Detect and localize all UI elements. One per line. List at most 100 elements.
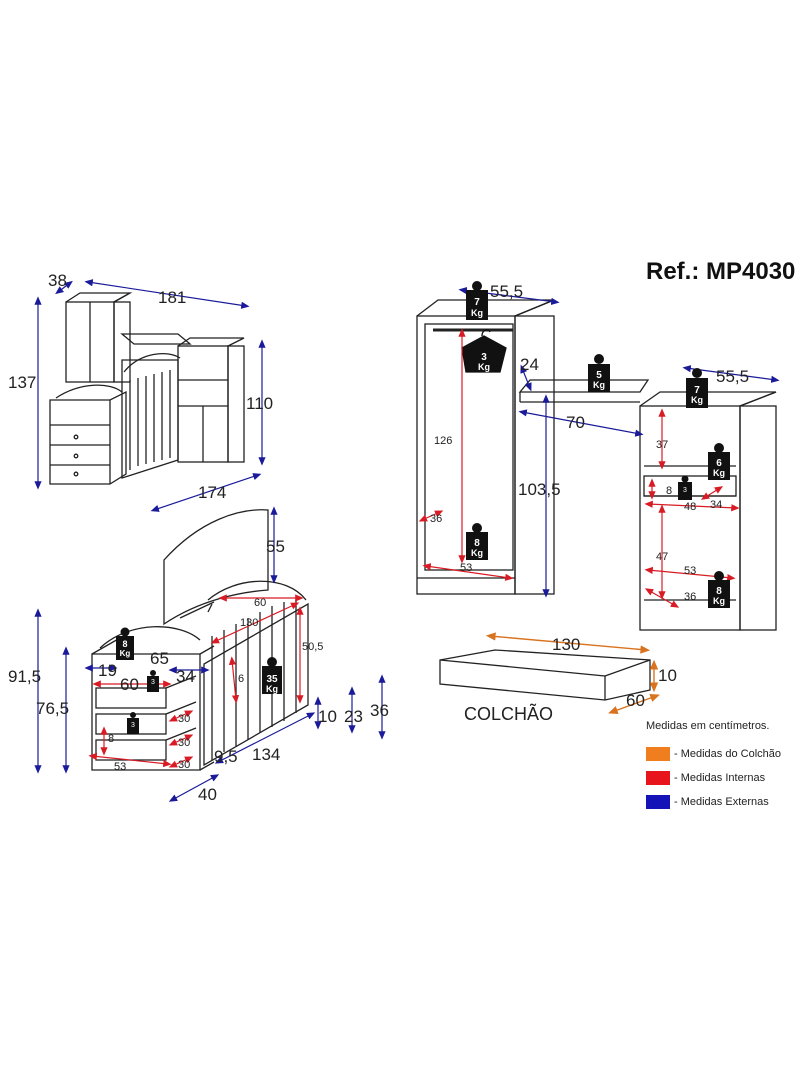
right-internal-dims (418, 328, 740, 608)
crib-height-high: 36 (370, 701, 389, 720)
dresser-bottom-width: 53 (114, 761, 126, 773)
crib-rail: 6 (238, 673, 244, 685)
right-weights: 7 Kg 3 Kg 8 Kg 5 Kg 7 Kg 6 Kg 3 (466, 281, 730, 608)
wardrobe-drawing (416, 299, 777, 701)
legend-swatch-mattress (646, 747, 670, 761)
wardrobe-hanger-weight-label: 3 Kg (478, 352, 490, 372)
cabinet-drawer-weight-icon: 3 (678, 475, 692, 500)
desk-weight-icon: 5 Kg (588, 354, 610, 392)
mattress-width: 60 (626, 691, 645, 710)
mattress-height: 10 (658, 666, 677, 685)
crib-inner-length: 130 (240, 617, 258, 629)
cabinet-drawer-width: 48 (684, 501, 696, 513)
svg-text:Kg: Kg (593, 380, 605, 390)
desk-height: 103,5 (518, 480, 561, 499)
crib-total-length: 134 (252, 745, 280, 764)
overview-length: 174 (198, 483, 226, 502)
crib-height-mid: 23 (344, 707, 363, 726)
dresser-top-weight-icon: 8 Kg (116, 627, 134, 660)
cabinet-drawer-height: 8 (666, 485, 672, 497)
dresser-drawer-height-1: 30 (178, 713, 190, 725)
dresser-drawer-height-3: 30 (178, 759, 190, 771)
svg-text:35: 35 (266, 674, 278, 685)
svg-text:3: 3 (131, 722, 135, 729)
svg-text:5: 5 (596, 370, 602, 381)
wardrobe-inner-width: 53 (460, 562, 472, 574)
cabinet-width: 55,5 (716, 367, 749, 386)
cabinet-lower-height: 47 (656, 551, 668, 563)
cabinet-shelf-weight-icon: 6 Kg (708, 443, 730, 480)
right-external-dims (458, 287, 780, 598)
svg-text:Kg: Kg (471, 548, 483, 558)
svg-text:8: 8 (716, 586, 722, 597)
cabinet-drawer-depth: 34 (710, 499, 722, 511)
dresser-shelf: 8 (108, 733, 114, 745)
cabinet-bottom-weight-icon: 8 Kg (708, 571, 730, 608)
legend-label-external: - Medidas Externas (674, 796, 769, 808)
dresser-height-total: 91,5 (8, 667, 41, 686)
overview-furniture (49, 292, 245, 485)
legend-item-external: - Medidas Externas (646, 790, 796, 814)
crib-internal-dims (88, 594, 304, 768)
dresser-drawer-offset: 19 (98, 661, 117, 680)
mattress-title: COLCHÃO (464, 704, 554, 724)
svg-text:3: 3 (683, 487, 687, 494)
crib-inner-width: 60 (254, 597, 266, 609)
overview-dimensions (34, 279, 266, 512)
legend-swatch-external (646, 795, 670, 809)
svg-text:7: 7 (474, 297, 480, 308)
svg-text:Kg: Kg (691, 395, 703, 405)
wardrobe-shelf-depth: 36 (430, 513, 442, 525)
crib-weight-icon: 35 Kg (262, 657, 282, 694)
svg-text:3: 3 (151, 679, 155, 686)
svg-text:Kg: Kg (120, 649, 131, 658)
right-labels: 55,5 126 36 53 24 70 103,5 55,5 37 8 48 … (430, 282, 749, 710)
wardrobe-inner-height: 126 (434, 435, 452, 447)
crib-inner-height: 50,5 (302, 641, 323, 653)
dresser-drawer-width: 60 (120, 675, 139, 694)
dresser-top-depth: 34 (176, 667, 195, 686)
legend: Medidas em centímetros. - Medidas do Col… (646, 720, 796, 814)
crib-weights: 35 Kg 8 Kg 3 3 (116, 627, 282, 734)
svg-text:7: 7 (694, 385, 700, 396)
overview-depth: 38 (48, 271, 67, 290)
svg-text:Kg: Kg (713, 468, 725, 478)
overview-height-right: 110 (246, 394, 273, 413)
overview-labels: 38 181 137 110 174 (8, 271, 273, 502)
legend-item-internal: - Medidas Internas (646, 766, 796, 790)
dresser-depth: 40 (198, 785, 217, 804)
crib-headboard-height: 55 (266, 537, 285, 556)
desk-depth: 24 (520, 355, 539, 374)
legend-swatch-internal (646, 771, 670, 785)
legend-label-internal: - Medidas Internas (674, 772, 766, 784)
svg-text:8: 8 (122, 639, 127, 649)
wardrobe-top-weight-icon: 7 Kg (466, 281, 488, 320)
legend-label-mattress: - Medidas do Colchão (674, 748, 782, 760)
crib-labels: 55 60 130 50,5 6 91,5 76,5 65 34 19 60 3… (8, 537, 389, 804)
wardrobe-bottom-weight-icon: 8 Kg (466, 523, 488, 560)
cabinet-top-weight-icon: 7 Kg (686, 368, 708, 408)
crib-external-dims (34, 506, 386, 802)
overview-height-left: 137 (8, 373, 36, 392)
dresser-drawer2-weight-icon: 3 (127, 712, 139, 734)
crib-height-low: 10 (318, 707, 337, 726)
cabinet-inner-width: 53 (684, 565, 696, 577)
dresser-top-width: 65 (150, 649, 169, 668)
crib-base: 9,5 (214, 747, 238, 766)
cabinet-upper-height: 37 (656, 439, 668, 451)
reference-code: Ref.: MP4030 (646, 258, 796, 285)
svg-text:Kg: Kg (266, 684, 278, 694)
svg-text:Kg: Kg (713, 596, 725, 606)
svg-text:6: 6 (716, 458, 722, 469)
mattress-length: 130 (552, 635, 580, 654)
cabinet-shelf-depth: 36 (684, 591, 696, 603)
legend-item-mattress: - Medidas do Colchão (646, 742, 796, 766)
svg-text:Kg: Kg (478, 362, 490, 372)
legend-title: Medidas em centímetros. (646, 720, 770, 732)
desk-width: 70 (566, 413, 585, 432)
svg-text:Kg: Kg (471, 308, 483, 318)
dresser-drawer-weight-icon: 3 (147, 670, 159, 692)
svg-text:3: 3 (481, 352, 487, 363)
dresser-drawer-height-2: 30 (178, 737, 190, 749)
